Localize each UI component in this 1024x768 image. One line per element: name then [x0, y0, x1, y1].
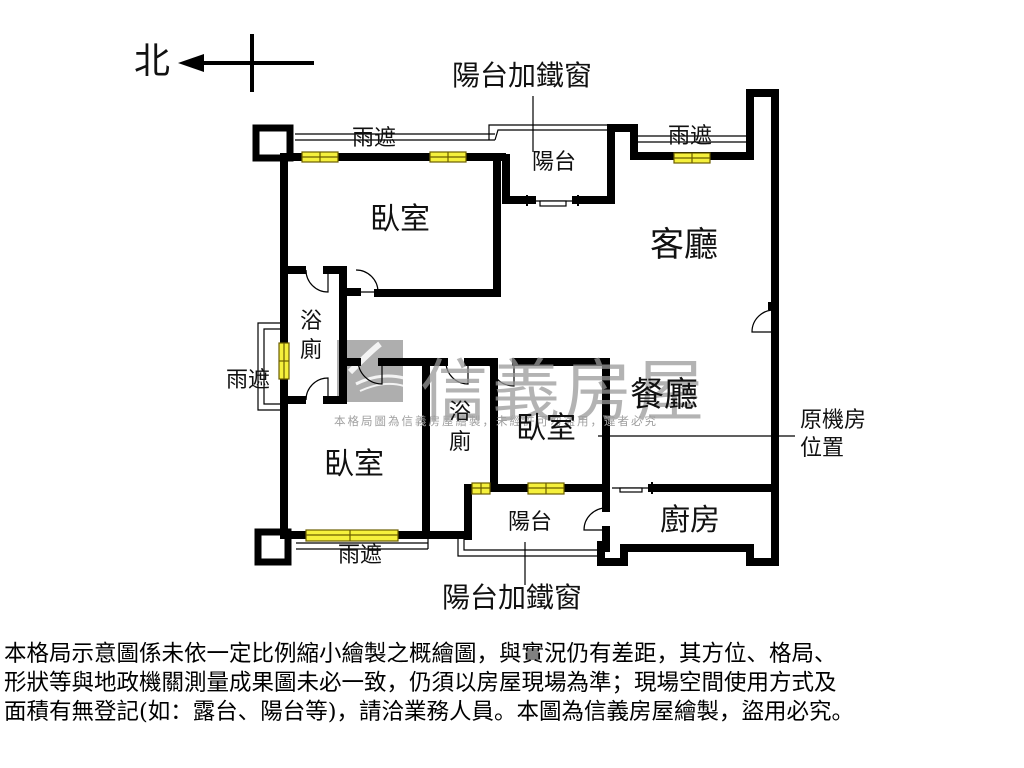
- canopy-bottom-label: 雨遮: [338, 543, 383, 568]
- windows: [278, 151, 711, 542]
- canopy-top-right-label: 雨遮: [668, 124, 713, 149]
- machine-room-label-line1: 原機房: [800, 408, 867, 433]
- disclaimer-line-3: 面積有無登記(如：露台、陽台等)，請洽業務人員。本圖為信義房屋繪製，盜用必究。: [4, 699, 855, 725]
- window-icon: [301, 151, 339, 163]
- room-bath-left-char1: 浴: [300, 309, 323, 334]
- canopy-top-left-label: 雨遮: [352, 126, 397, 151]
- north-arrow-icon: [178, 34, 314, 92]
- canopy-outlines: [257, 124, 750, 557]
- window-icon: [527, 482, 565, 495]
- window-icon: [278, 342, 290, 380]
- sliding-doors: [526, 195, 653, 494]
- room-living: 客廳: [650, 225, 718, 265]
- swing-doors: [305, 269, 776, 531]
- leader-lines: [524, 96, 795, 585]
- floor-plan: [178, 34, 795, 585]
- window-icon: [429, 151, 467, 163]
- room-balcony-bottom: 陽台: [508, 510, 553, 535]
- balcony-iron-window-bottom-label: 陽台加鐵窗: [442, 581, 583, 614]
- watermark-brand: 信義房屋: [420, 353, 709, 432]
- room-dining: 餐廳: [630, 375, 698, 415]
- watermark-notice: 本格局圖為信義房屋繪製，未經許可勿盜用，違者必究: [334, 414, 658, 428]
- room-bath-mid-char1: 浴: [449, 400, 472, 425]
- disclaimer-line-1: 本格局示意圖係未依一定比例縮小繪製之概繪圖，與實況仍有差距，其方位、格局、: [4, 641, 837, 667]
- canopy-left-label: 雨遮: [226, 368, 271, 393]
- room-bath-left-char2: 廁: [300, 338, 323, 363]
- window-icon: [305, 529, 399, 542]
- disclaimer-text: 本格局示意圖係未依一定比例縮小繪製之概繪圖，與實況仍有差距，其方位、格局、 形狀…: [4, 640, 1024, 727]
- window-icon: [471, 482, 491, 495]
- room-bedroom-bottom: 臥室: [324, 447, 384, 482]
- window-icon: [673, 152, 711, 164]
- room-bedroom-top: 臥室: [370, 202, 430, 237]
- watermark-logo-icon: [337, 340, 405, 402]
- disclaimer-line-2: 形狀等與地政機關測量成果圖未必一致，仍須以房屋現場為準；現場空間使用方式及: [4, 670, 837, 696]
- compass-north-label: 北: [134, 41, 171, 82]
- balcony-iron-window-top-label: 陽台加鐵窗: [452, 59, 593, 92]
- room-bedroom-middle: 臥室: [516, 411, 576, 446]
- room-balcony-top: 陽台: [532, 150, 577, 175]
- room-kitchen: 廚房: [660, 503, 720, 538]
- room-bath-mid-char2: 廁: [449, 430, 472, 455]
- machine-room-label-line2: 位置: [800, 436, 845, 461]
